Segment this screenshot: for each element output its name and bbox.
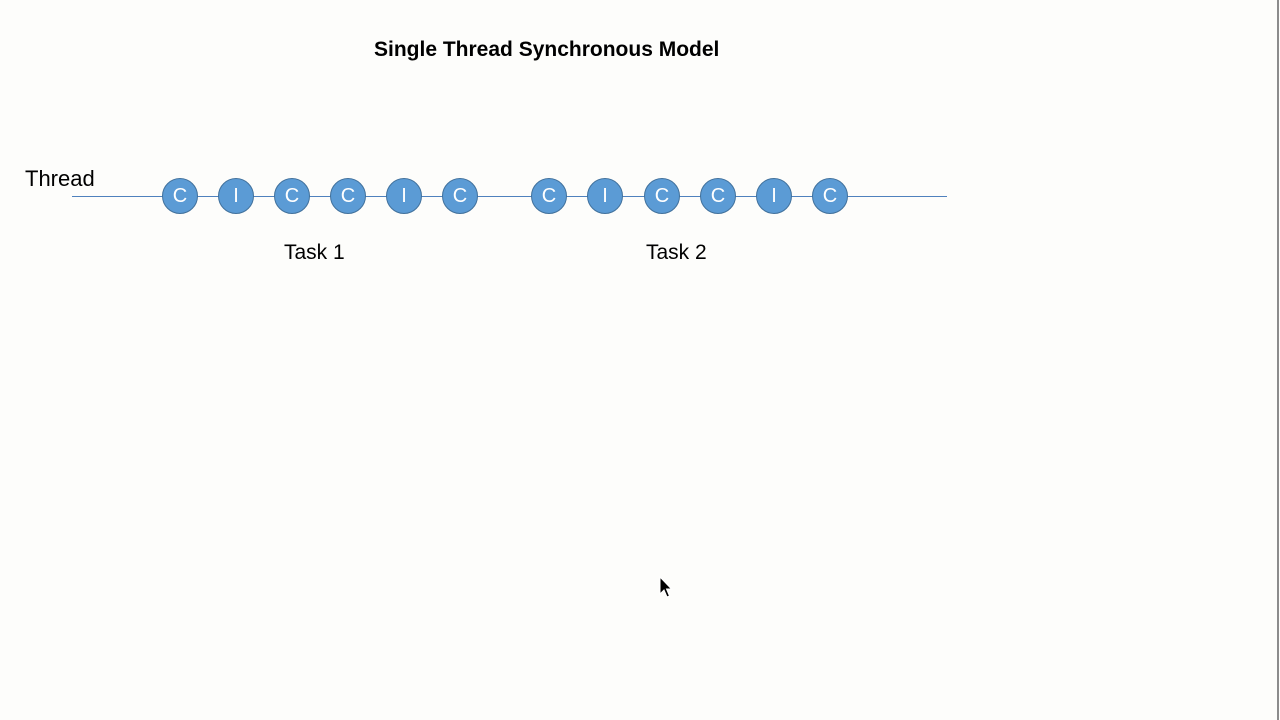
task-2-op-1: C bbox=[531, 178, 567, 214]
task-1-op-3: C bbox=[274, 178, 310, 214]
task-2-label: Task 2 bbox=[646, 241, 707, 264]
task-2-op-2: I bbox=[587, 178, 623, 214]
task-2-op-6: C bbox=[812, 178, 848, 214]
task-1-op-6: C bbox=[442, 178, 478, 214]
task-1-op-5: I bbox=[386, 178, 422, 214]
mouse-pointer-icon bbox=[659, 576, 673, 598]
page-title: Single Thread Synchronous Model bbox=[374, 38, 720, 61]
thread-label: Thread bbox=[25, 166, 95, 191]
task-1-label: Task 1 bbox=[284, 241, 345, 264]
task-1-op-1: C bbox=[162, 178, 198, 214]
task-2-op-4: C bbox=[700, 178, 736, 214]
slide-right-border bbox=[1277, 0, 1279, 720]
task-2-op-3: C bbox=[644, 178, 680, 214]
task-1-op-4: C bbox=[330, 178, 366, 214]
task-2-op-5: I bbox=[756, 178, 792, 214]
thread-timeline bbox=[72, 196, 947, 197]
task-1-op-2: I bbox=[218, 178, 254, 214]
